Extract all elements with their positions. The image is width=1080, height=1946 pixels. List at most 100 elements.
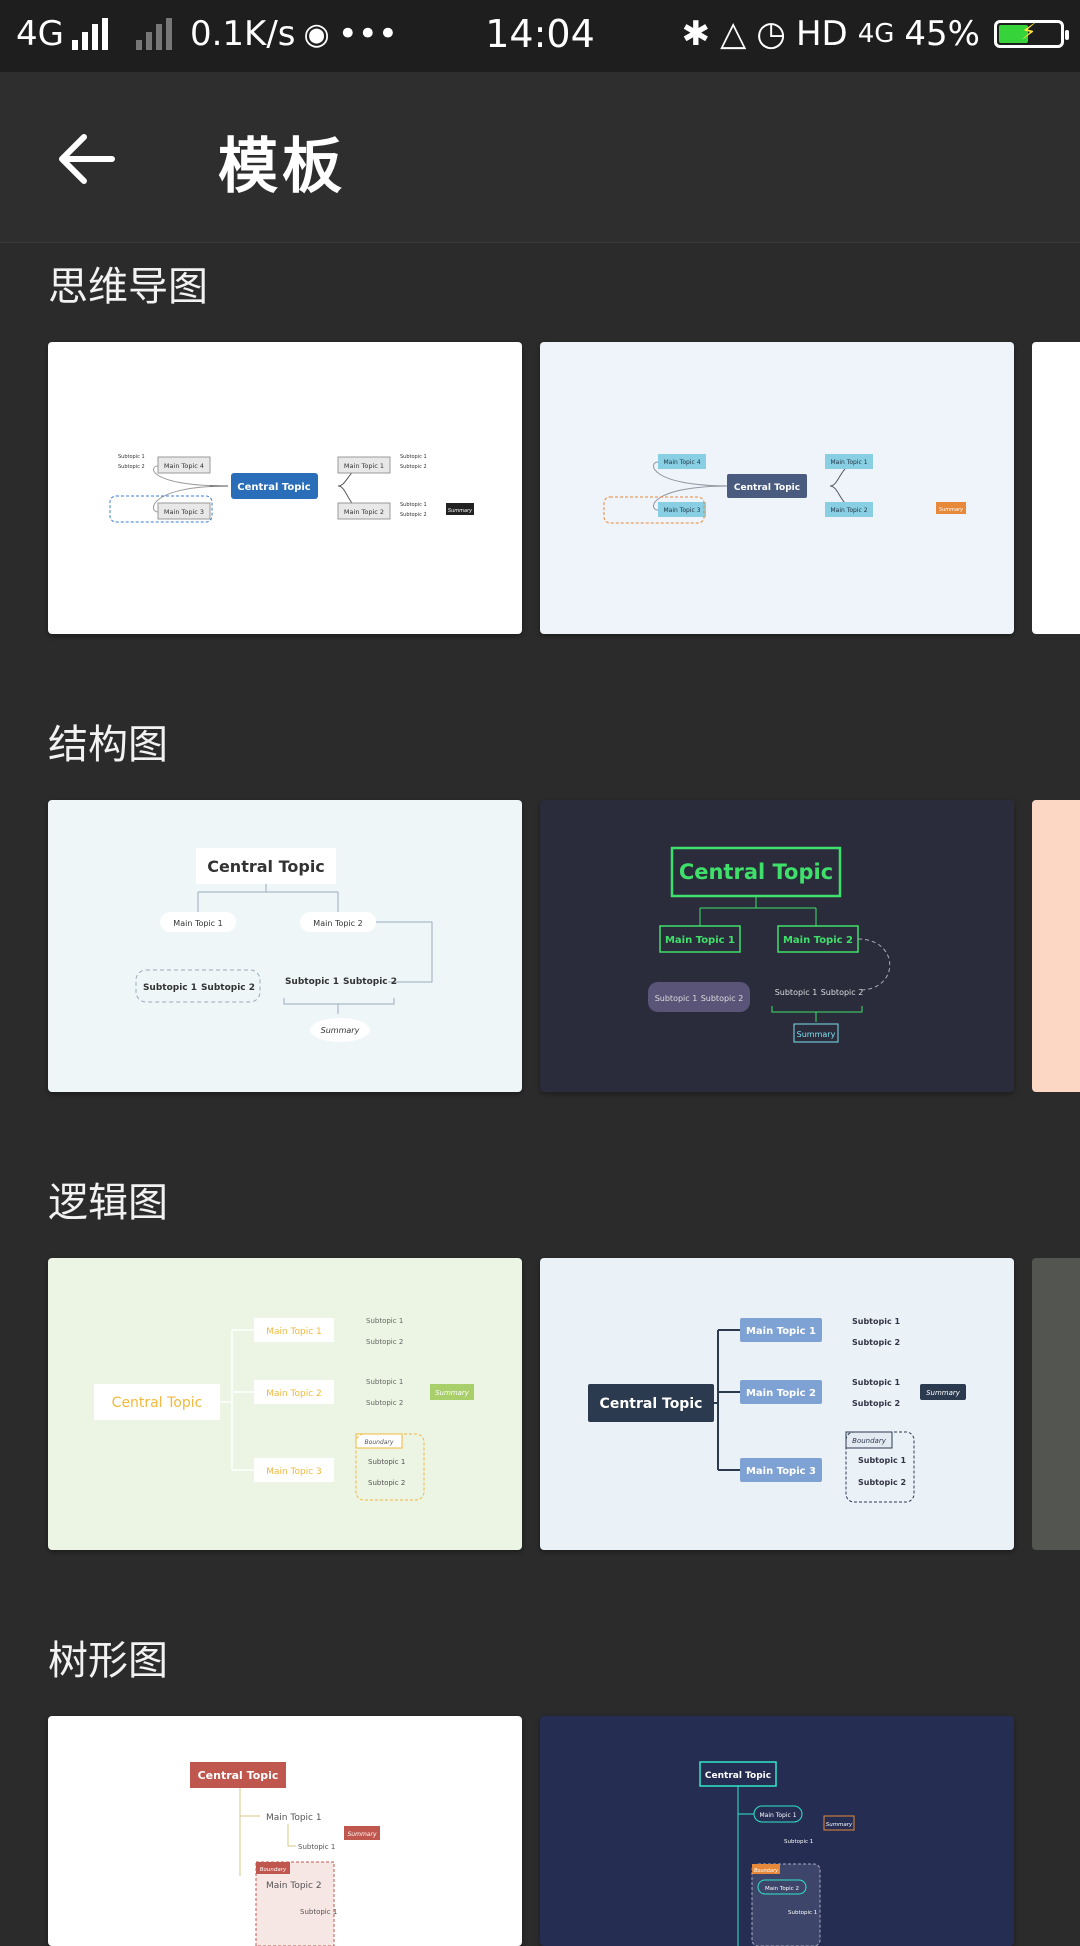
structure-preview: Central Topic Main Topic 1 Main Topic 2 …: [540, 800, 1014, 1092]
subtopic-1-label: Subtopic 1: [858, 1456, 907, 1465]
summary-label: Summary: [926, 1389, 961, 1397]
main-topic-2-label: Main Topic 2: [313, 919, 362, 928]
mindmap-preview: Central Topic Main Topic 4 Main Topic 3 …: [48, 342, 522, 634]
main-topic-3-label: Main Topic 3: [663, 507, 700, 514]
subtopic-1-label: Subtopic 1: [368, 1458, 405, 1466]
logic-preview: Central Topic Main Topic 1 Main Topic 2 …: [540, 1258, 1014, 1550]
logic-preview: Central Topic Main Topic 1 Main Topic 2 …: [48, 1258, 522, 1550]
template-card-logic-green[interactable]: Central Topic Main Topic 1 Main Topic 2 …: [48, 1258, 522, 1550]
central-topic-label: Central Topic: [705, 1771, 771, 1781]
main-topic-4-label: Main Topic 4: [663, 459, 700, 466]
main-topic-2-label: Main Topic 2: [783, 935, 853, 946]
main-topic-2-label: Main Topic 2: [344, 508, 384, 516]
main-topic-2-label: Main Topic 2: [746, 1388, 816, 1399]
status-bar: 4G 0.1K/s ◉ ••• 14:04 ✱ △ ◷ HD 4G 45% ⚡: [0, 0, 1080, 72]
subtopic-1-label: Subtopic 1: [788, 1910, 817, 1916]
central-topic-label: Central Topic: [207, 857, 325, 876]
template-card-mindmap-light[interactable]: Central Topic Main Topic 4 Main Topic 3 …: [540, 342, 1014, 634]
subtopic-1-label: Subtopic 1: [118, 454, 145, 460]
central-topic-label: Central Topic: [112, 1395, 203, 1411]
main-topic-3-label: Main Topic 3: [164, 508, 204, 516]
tree-preview: Central Topic Main Topic 1 Subtopic 1 Su…: [540, 1716, 1014, 1946]
subtopic-1-label: Subtopic 1: [400, 454, 427, 460]
subtopic-1-label: Subtopic 1: [366, 1378, 403, 1386]
summary-label: Summary: [939, 507, 964, 513]
main-topic-1-label: Main Topic 1: [759, 1812, 796, 1819]
arrow-left-icon: [59, 134, 115, 184]
main-topic-3-label: Main Topic 3: [266, 1467, 322, 1477]
central-topic-label: Central Topic: [198, 1769, 279, 1782]
template-card-peek[interactable]: [1032, 800, 1080, 1092]
subtopic-2-label: Subtopic 2: [852, 1399, 900, 1408]
main-topic-3-label: Main Topic 3: [746, 1466, 816, 1477]
boundary-label: Boundary: [260, 1867, 287, 1873]
summary-label: Summary: [435, 1389, 470, 1397]
subtopic-1-label: Subtopic 1: [775, 988, 818, 997]
signal-sim2-icon: [135, 18, 172, 50]
subtopic-2-label: Subtopic 2: [821, 988, 864, 997]
clock: 14:04: [485, 12, 595, 56]
template-card-mindmap-classic[interactable]: Central Topic Main Topic 4 Main Topic 3 …: [48, 342, 522, 634]
main-topic-1-label: Main Topic 1: [266, 1813, 322, 1823]
subtopic-2-label: Subtopic 2: [852, 1338, 900, 1347]
network-type-label: 4G: [16, 14, 64, 54]
central-topic-label: Central Topic: [237, 482, 311, 493]
subtopic-1-label: Subtopic 1: [852, 1378, 901, 1387]
subtopic-1-label: Subtopic 1: [300, 1908, 337, 1916]
page-title: 模板: [218, 132, 346, 202]
hd-label: HD: [795, 14, 848, 54]
subtopic-2-label: Subtopic 2: [201, 983, 255, 993]
template-card-peek[interactable]: [1032, 1258, 1080, 1550]
network-type-right: 4G: [857, 19, 895, 49]
main-topic-1-label: Main Topic 1: [344, 462, 384, 470]
main-topic-1-label: Main Topic 1: [665, 935, 735, 946]
subtopic-1-label: Subtopic 1: [852, 1317, 901, 1326]
main-topic-2-label: Main Topic 2: [830, 507, 867, 514]
boundary-label: Boundary: [852, 1437, 887, 1445]
subtopic-1-label: Subtopic 1: [784, 1839, 813, 1845]
summary-label: Summary: [826, 1822, 853, 1828]
back-button[interactable]: [52, 124, 122, 194]
template-card-tree-red[interactable]: Central Topic Main Topic 1 Subtopic 1 Su…: [48, 1716, 522, 1946]
subtopic-2-label: Subtopic 2: [368, 1479, 405, 1487]
subtopic-2-label: Subtopic 2: [400, 464, 427, 470]
summary-label: Summary: [797, 1030, 836, 1039]
signal-icon: [71, 18, 108, 50]
subtopic-2-label: Subtopic 2: [343, 977, 397, 987]
summary-label: Summary: [321, 1026, 360, 1035]
subtopic-2-label: Subtopic 2: [366, 1399, 403, 1407]
summary-label: Summary: [348, 1831, 377, 1838]
subtopic-1-label: Subtopic 1: [285, 977, 339, 987]
boundary-label: Boundary: [754, 1868, 779, 1874]
subtopic-1-label: Subtopic 1: [400, 502, 427, 508]
template-card-structure-dark[interactable]: Central Topic Main Topic 1 Main Topic 2 …: [540, 800, 1014, 1092]
main-topic-1-label: Main Topic 1: [173, 919, 222, 928]
subtopic-2-label: Subtopic 2: [400, 512, 427, 518]
template-card-logic-blue[interactable]: Central Topic Main Topic 1 Main Topic 2 …: [540, 1258, 1014, 1550]
template-card-structure-light[interactable]: Central Topic Main Topic 1 Main Topic 2 …: [48, 800, 522, 1092]
qq-icon: ◉: [303, 16, 330, 52]
more-notifications-icon: •••: [337, 14, 398, 54]
mute-icon: △: [720, 14, 747, 54]
central-topic-label: Central Topic: [734, 483, 800, 493]
alarm-icon: ◷: [756, 14, 786, 54]
subtopic-2-label: Subtopic 2: [118, 464, 145, 470]
subtopic-1-label: Subtopic 1: [298, 1843, 335, 1851]
main-topic-2-label: Main Topic 2: [266, 1389, 322, 1399]
central-topic-label: Central Topic: [600, 1396, 703, 1412]
section-title-structure: 结构图: [48, 722, 168, 768]
template-card-tree-navy[interactable]: Central Topic Main Topic 1 Subtopic 1 Su…: [540, 1716, 1014, 1946]
subtopic-2-label: Subtopic 2: [858, 1478, 906, 1487]
central-topic-label: Central Topic: [679, 860, 833, 884]
structure-preview: Central Topic Main Topic 1 Main Topic 2 …: [48, 800, 522, 1092]
subtopic-2-label: Subtopic 2: [701, 994, 744, 1003]
section-title-logic: 逻辑图: [48, 1180, 168, 1226]
main-topic-1-label: Main Topic 1: [266, 1327, 322, 1337]
main-topic-2-label: Main Topic 2: [266, 1881, 322, 1891]
template-card-peek[interactable]: [1032, 342, 1080, 634]
app-bar: 模板: [0, 72, 1080, 243]
section-title-mindmap: 思维导图: [48, 264, 208, 310]
subtopic-2-label: Subtopic 2: [366, 1338, 403, 1346]
battery-percent: 45%: [904, 14, 980, 54]
boundary-label: Boundary: [365, 1439, 394, 1446]
